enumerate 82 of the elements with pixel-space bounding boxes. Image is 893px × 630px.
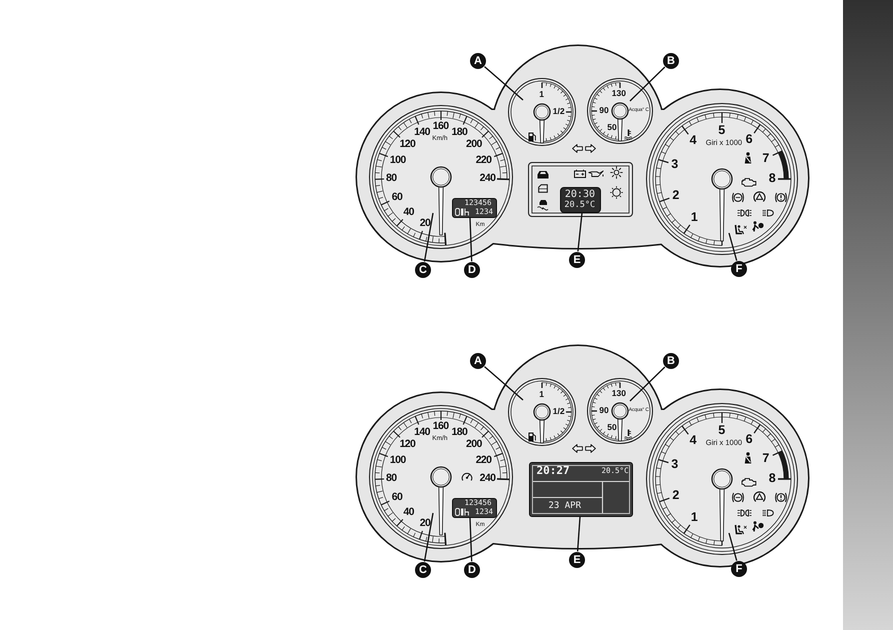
scale-number: 100	[390, 154, 406, 166]
scale-number: 8	[768, 472, 776, 485]
leader-line	[484, 66, 524, 100]
scale-number: 8	[768, 172, 776, 185]
scale-number: 40	[403, 507, 414, 518]
scale-number: 4	[690, 434, 696, 447]
odometer-display	[452, 498, 497, 518]
scale-number: 160	[432, 120, 449, 132]
scale-number: 130	[612, 389, 626, 398]
scale-number: 7	[762, 452, 769, 464]
scale-number: 1	[690, 211, 698, 224]
callout-letter: E	[569, 552, 585, 568]
scale-number: 200	[466, 139, 482, 150]
scale-number: 3	[671, 458, 678, 470]
callout-letter: A	[470, 353, 486, 369]
scale-number: 120	[400, 139, 416, 150]
leader-line	[728, 532, 738, 561]
scale-number: 40	[403, 207, 414, 218]
leader-line	[469, 518, 472, 562]
scale-number: 220	[476, 154, 492, 166]
scale-number: 7	[762, 152, 769, 164]
leader-line	[577, 212, 583, 252]
scale-number: 1	[539, 90, 544, 98]
scale-number: 90	[599, 406, 609, 415]
scale-number: 130	[612, 89, 626, 98]
scale-number: 180	[451, 427, 468, 438]
leader-line	[424, 512, 434, 562]
clock-display	[560, 187, 601, 213]
callout-letter: C	[415, 262, 431, 278]
callout-letter: B	[663, 53, 679, 69]
clock-time: 20:30	[564, 190, 595, 200]
leader-line	[630, 66, 666, 102]
leader-line	[576, 516, 581, 552]
leader-line	[728, 232, 738, 261]
scale-number: 1	[690, 511, 698, 524]
scale-number: 120	[400, 439, 416, 450]
scale-number: 50	[607, 123, 617, 132]
leader-line	[484, 366, 524, 400]
odometer-display	[452, 198, 497, 218]
scale-number: 1/2	[552, 407, 565, 416]
scale-number: 1/2	[552, 107, 565, 116]
scale-number: 20	[420, 218, 430, 228]
scale-number: 1	[539, 390, 544, 398]
scale-number: 20	[420, 518, 430, 528]
scale-number: 3	[671, 158, 678, 170]
scale-number: 60	[392, 192, 402, 202]
scale-number: 180	[451, 127, 468, 138]
multifunction-display	[529, 462, 633, 517]
scale-number: 6	[746, 433, 752, 446]
scale-number: 5	[718, 124, 725, 136]
scale-number: 100	[390, 454, 406, 466]
leader-line	[630, 366, 666, 402]
scale-number: 50	[607, 423, 617, 432]
clock-time: 20:27	[536, 465, 570, 476]
scale-number: 2	[672, 189, 679, 202]
scale-number: 140	[414, 427, 430, 438]
scale-number: 160	[432, 420, 449, 432]
scale-number: 80	[386, 173, 396, 184]
callout-letter: E	[569, 252, 585, 268]
scale-number: 5	[718, 424, 725, 436]
callout-letter: F	[731, 561, 747, 577]
leader-line	[469, 218, 472, 262]
callout-letter: D	[464, 562, 480, 578]
callout-letter: D	[464, 262, 480, 278]
scale-number: 220	[476, 454, 492, 466]
scale-number: 6	[746, 133, 752, 146]
date-text: 23 APR	[548, 502, 582, 510]
scale-number: 80	[386, 473, 396, 484]
callout-letter: C	[415, 562, 431, 578]
scale-number: 240	[480, 472, 496, 484]
callout-letter: F	[731, 261, 747, 277]
scale-number: 60	[392, 492, 402, 502]
leader-line	[424, 212, 434, 262]
scale-number: 240	[480, 172, 496, 184]
scale-number: 90	[599, 106, 609, 115]
scale-number: 140	[414, 127, 430, 138]
callout-letter: A	[470, 53, 486, 69]
scale-number: 4	[690, 134, 696, 147]
scale-number: 200	[466, 439, 482, 450]
callout-letter: B	[663, 353, 679, 369]
scale-number: 2	[672, 489, 679, 502]
outside-temperature: 20.5°C	[564, 200, 596, 210]
